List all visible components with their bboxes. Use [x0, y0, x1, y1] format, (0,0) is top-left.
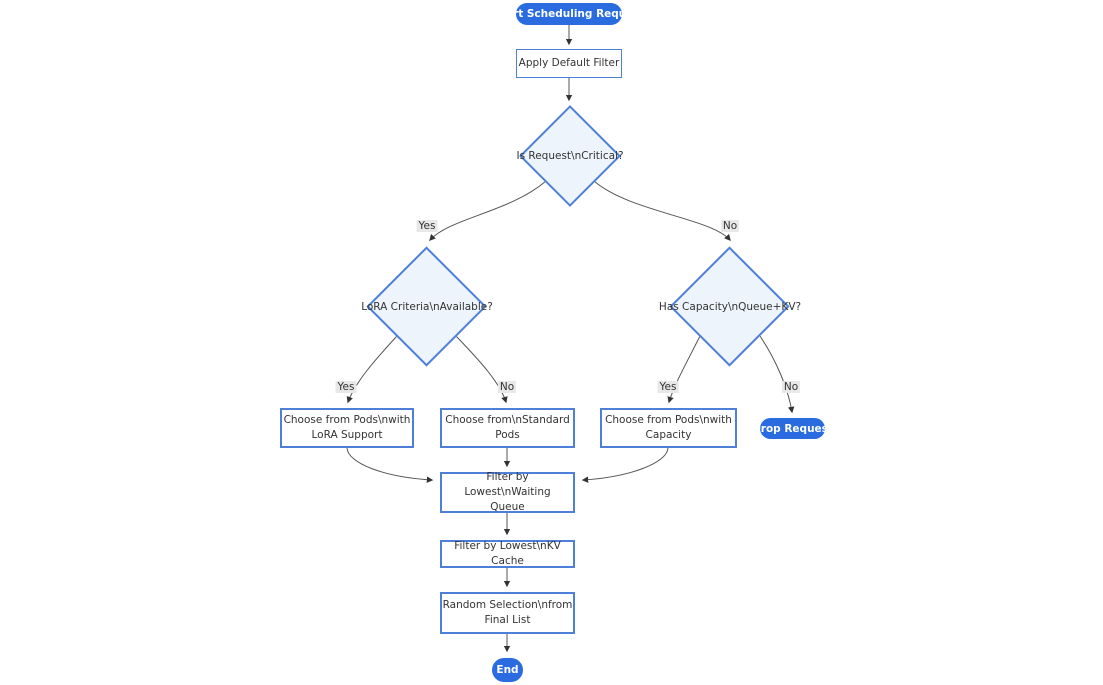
edge-lora-no [455, 335, 508, 404]
node-filter-waiting-queue-line1: Filter by Lowest\nWaiting [464, 471, 551, 498]
node-apply-default-filter: Apply Default Filter [516, 49, 622, 78]
edge-capacity-no [759, 335, 795, 414]
node-filter-waiting-queue-line2: Queue [490, 501, 525, 513]
edge-label-critical-no: No [720, 220, 740, 232]
node-start-label: Start Scheduling Request [493, 8, 645, 20]
node-apply-default-filter-line: Apply Default Filter [518, 57, 620, 69]
decision-lora-criteria-label: LoRA Criteria\nAvailable? [361, 301, 493, 313]
node-drop-request: Drop Request [752, 418, 833, 439]
node-choose-pods-lora: Choose from Pods\nwith LoRA Support [280, 408, 414, 448]
decision-is-request-critical-label: Is Request\nCritical? [516, 150, 624, 162]
edge-label-critical-yes: Yes [416, 220, 438, 232]
node-choose-standard-pods-line2: Pods [495, 429, 520, 441]
edge-label-capacity-no: No [781, 381, 801, 393]
node-start: Start Scheduling Request [493, 3, 645, 25]
decision-has-capacity-label: Has Capacity\nQueue+KV? [658, 301, 802, 313]
edge-lora-yes [346, 335, 398, 404]
node-choose-pods-capacity-line2: Capacity [645, 429, 692, 441]
node-filter-kv-cache-line: Filter by Lowest\nKV Cache [454, 540, 561, 567]
node-random-selection-line2: Final List [484, 614, 531, 626]
edge-label-lora-no: No [497, 381, 517, 393]
node-random-selection-line1: Random Selection\nfrom [442, 599, 573, 611]
edge-critical-no [593, 180, 731, 241]
node-choose-pods-lora-line2: LoRA Support [311, 429, 383, 441]
node-choose-pods-capacity: Choose from Pods\nwith Capacity [600, 408, 737, 448]
edge-label-capacity-yes: Yes [657, 381, 679, 393]
node-choose-standard-pods: Choose from\nStandard Pods [440, 408, 575, 448]
node-random-selection: Random Selection\nfrom Final List [440, 592, 575, 634]
node-choose-pods-capacity-line1: Choose from Pods\nwith [605, 414, 732, 426]
node-choose-standard-pods-line1: Choose from\nStandard [445, 414, 570, 426]
node-filter-kv-cache: Filter by Lowest\nKV Cache [440, 540, 575, 568]
node-filter-waiting-queue: Filter by Lowest\nWaiting Queue [440, 471, 575, 513]
node-drop-request-label: Drop Request [752, 422, 833, 435]
edge-capacitypods-to-waitingqueue [581, 447, 669, 483]
edge-label-lora-yes: Yes [335, 381, 357, 393]
node-end-label: End [496, 664, 519, 676]
node-choose-pods-lora-line1: Choose from Pods\nwith [283, 414, 411, 426]
edge-critical-yes [429, 180, 547, 241]
edge-lorapods-to-waitingqueue [346, 447, 434, 483]
edge-capacity-yes [667, 335, 701, 404]
node-end: End [492, 658, 523, 682]
